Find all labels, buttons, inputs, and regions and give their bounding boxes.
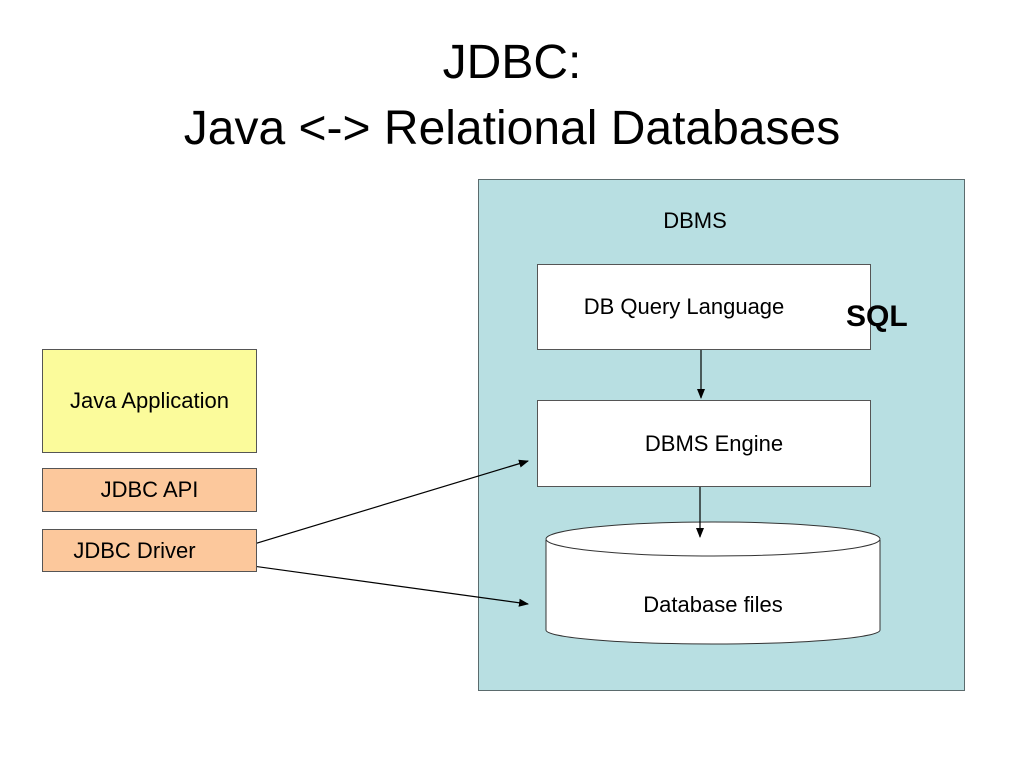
dbms-engine-box: DBMS Engine (537, 400, 871, 487)
java-application-box: Java Application (42, 349, 257, 453)
jdbc-api-label: JDBC API (100, 477, 199, 502)
dbms-engine-label: DBMS Engine (644, 430, 784, 456)
database-cylinder (545, 521, 881, 645)
database-files-label: Database files (643, 592, 783, 617)
query-language-label: DB Query Language (583, 294, 785, 319)
java-application-label: Java Application (70, 388, 229, 413)
jdbc-driver-box: JDBC Driver (42, 529, 257, 572)
title-line-2: Java <-> Relational Databases (183, 102, 841, 155)
jdbc-driver-label: JDBC Driver (73, 537, 196, 563)
jdbc-api-box: JDBC API (42, 468, 257, 512)
query-language-box: DB Query Language (537, 264, 871, 350)
title-line-1: JDBC: (442, 36, 582, 89)
arrow-driver-to-engine (230, 459, 529, 552)
dbms-label: DBMS (663, 208, 727, 233)
sql-annotation: SQL (846, 300, 908, 333)
arrow-driver-to-files (230, 562, 529, 607)
